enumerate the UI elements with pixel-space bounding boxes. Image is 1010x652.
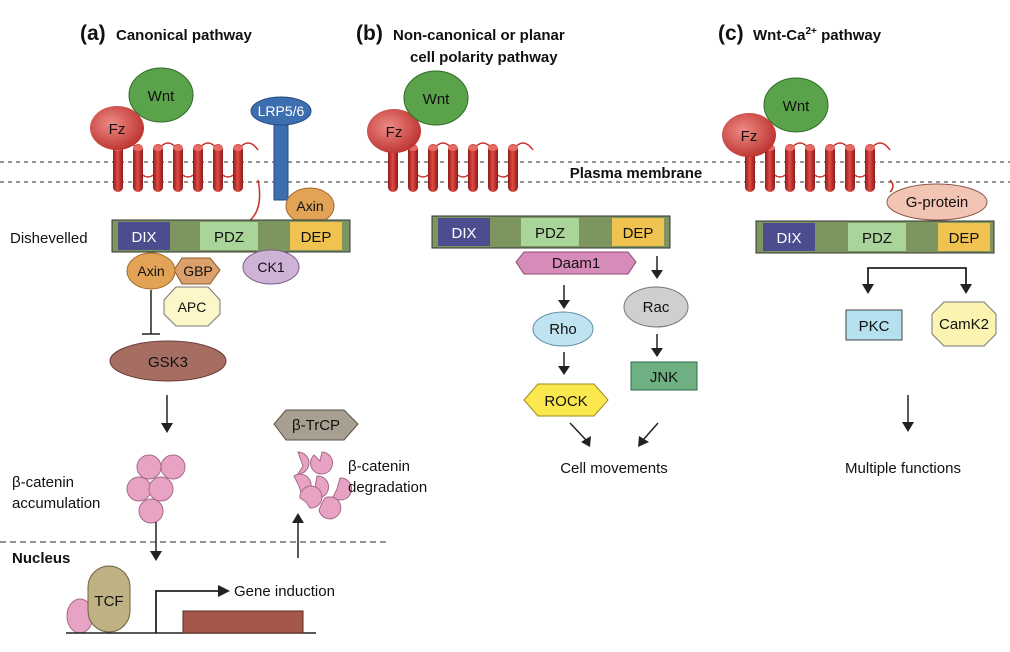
panel-c-title-main: Wnt-Ca <box>753 27 806 44</box>
wnt-label-b: Wnt <box>423 91 451 108</box>
apc-label: APC <box>178 299 207 315</box>
nucleus-label: Nucleus <box>12 550 70 567</box>
dishevelled-label: Dishevelled <box>10 230 88 247</box>
pkc-node <box>845 309 903 341</box>
dep-label-b: DEP <box>623 225 654 242</box>
multiple-functions-label: Multiple functions <box>845 460 961 477</box>
panel-b: (b) Non-canonical or planar cell polarit… <box>356 22 698 477</box>
dep-label-a: DEP <box>301 229 332 246</box>
fz-label-c: Fz <box>741 128 758 145</box>
tcf-node <box>87 565 131 633</box>
gprotein-node <box>886 183 988 221</box>
gbp-label: GBP <box>183 263 213 279</box>
ck1-label: CK1 <box>257 259 284 275</box>
fz-node-b <box>367 109 421 153</box>
panel-c: (c) Wnt-Ca2+ pathway Fz Wnt G-protein DI… <box>718 22 997 477</box>
daam1-node <box>515 251 637 275</box>
fz-node-c <box>722 113 776 157</box>
axin-top-label: Axin <box>296 198 323 214</box>
rho-node <box>532 311 594 347</box>
btrcp-label: β-TrCP <box>292 417 340 434</box>
rock-label: ROCK <box>544 393 587 410</box>
panel-a-title: Canonical pathway <box>116 27 253 44</box>
wnt-node-c <box>763 77 829 133</box>
rho-label: Rho <box>549 321 577 338</box>
panel-a-letter: (a) <box>80 22 106 45</box>
fz-node-a <box>90 106 144 150</box>
camk2-label: CamK2 <box>939 316 989 333</box>
rac-node <box>623 286 689 328</box>
gsk3-label: GSK3 <box>148 354 188 371</box>
panel-c-title: Wnt-Ca2+ pathway <box>753 26 882 44</box>
beta-catenin-degradation-cluster <box>293 451 352 520</box>
apc-node <box>163 286 221 327</box>
wnt-label-c: Wnt <box>783 98 811 115</box>
pdz-label-b: PDZ <box>535 225 565 242</box>
bcat-accum-label-2: accumulation <box>12 495 100 512</box>
fz-label-a: Fz <box>109 121 126 138</box>
frizzled-receptor-b <box>388 142 534 192</box>
axin-label: Axin <box>137 263 164 279</box>
transcription-arrow <box>155 590 220 633</box>
tcf-label: TCF <box>94 593 123 610</box>
bcat-degr-label-1: β-catenin <box>348 458 410 475</box>
wnt-node-a <box>128 67 194 123</box>
gsk3-node <box>109 340 227 382</box>
wnt-node-b <box>403 70 469 126</box>
lrp-label: LRP5/6 <box>258 103 305 119</box>
bcat-accum-label-1: β-catenin <box>12 474 74 491</box>
dix-label-a: DIX <box>131 229 156 246</box>
bcat-degr-label-2: degradation <box>348 479 427 496</box>
gene-block <box>182 610 304 634</box>
camk2-node <box>931 301 997 347</box>
panel-a: (a) Canonical pathway Fz Wnt LRP5/6 Axin… <box>0 22 427 634</box>
plasma-membrane-label: Plasma membrane <box>570 165 703 182</box>
fz-label-b: Fz <box>386 124 403 141</box>
ck1-node <box>242 249 300 285</box>
pdz-label-a: PDZ <box>214 229 244 246</box>
pdz-branch-arrows <box>867 267 967 286</box>
dix-label-c: DIX <box>776 230 801 247</box>
btrcp-node <box>273 409 359 441</box>
gene-induction-label: Gene induction <box>234 583 335 600</box>
pkc-label: PKC <box>859 318 890 335</box>
rac-label: Rac <box>643 299 670 316</box>
lrp-stalk <box>273 119 289 201</box>
rock-node <box>523 383 609 417</box>
wnt-label-a: Wnt <box>148 88 176 105</box>
panel-b-letter: (b) <box>356 22 383 45</box>
daam1-label: Daam1 <box>552 255 600 272</box>
panel-c-letter: (c) <box>718 22 744 45</box>
axin-node <box>126 252 176 290</box>
gprotein-label: G-protein <box>906 194 969 211</box>
panel-c-title-sup: 2+ <box>806 26 818 37</box>
jnk-label: JNK <box>650 369 678 386</box>
panel-b-title-1: Non-canonical or planar <box>393 27 565 44</box>
jnk-node <box>630 361 698 391</box>
dep-label-c: DEP <box>949 230 980 247</box>
pdz-label-c: PDZ <box>862 230 892 247</box>
dix-label-b: DIX <box>451 225 476 242</box>
cell-movements-label: Cell movements <box>560 460 668 477</box>
lrp-node <box>250 96 312 126</box>
panel-b-title-2: cell polarity pathway <box>410 49 558 66</box>
panel-c-title-end: pathway <box>817 27 882 44</box>
beta-catenin-accumulation-cluster <box>126 454 186 524</box>
